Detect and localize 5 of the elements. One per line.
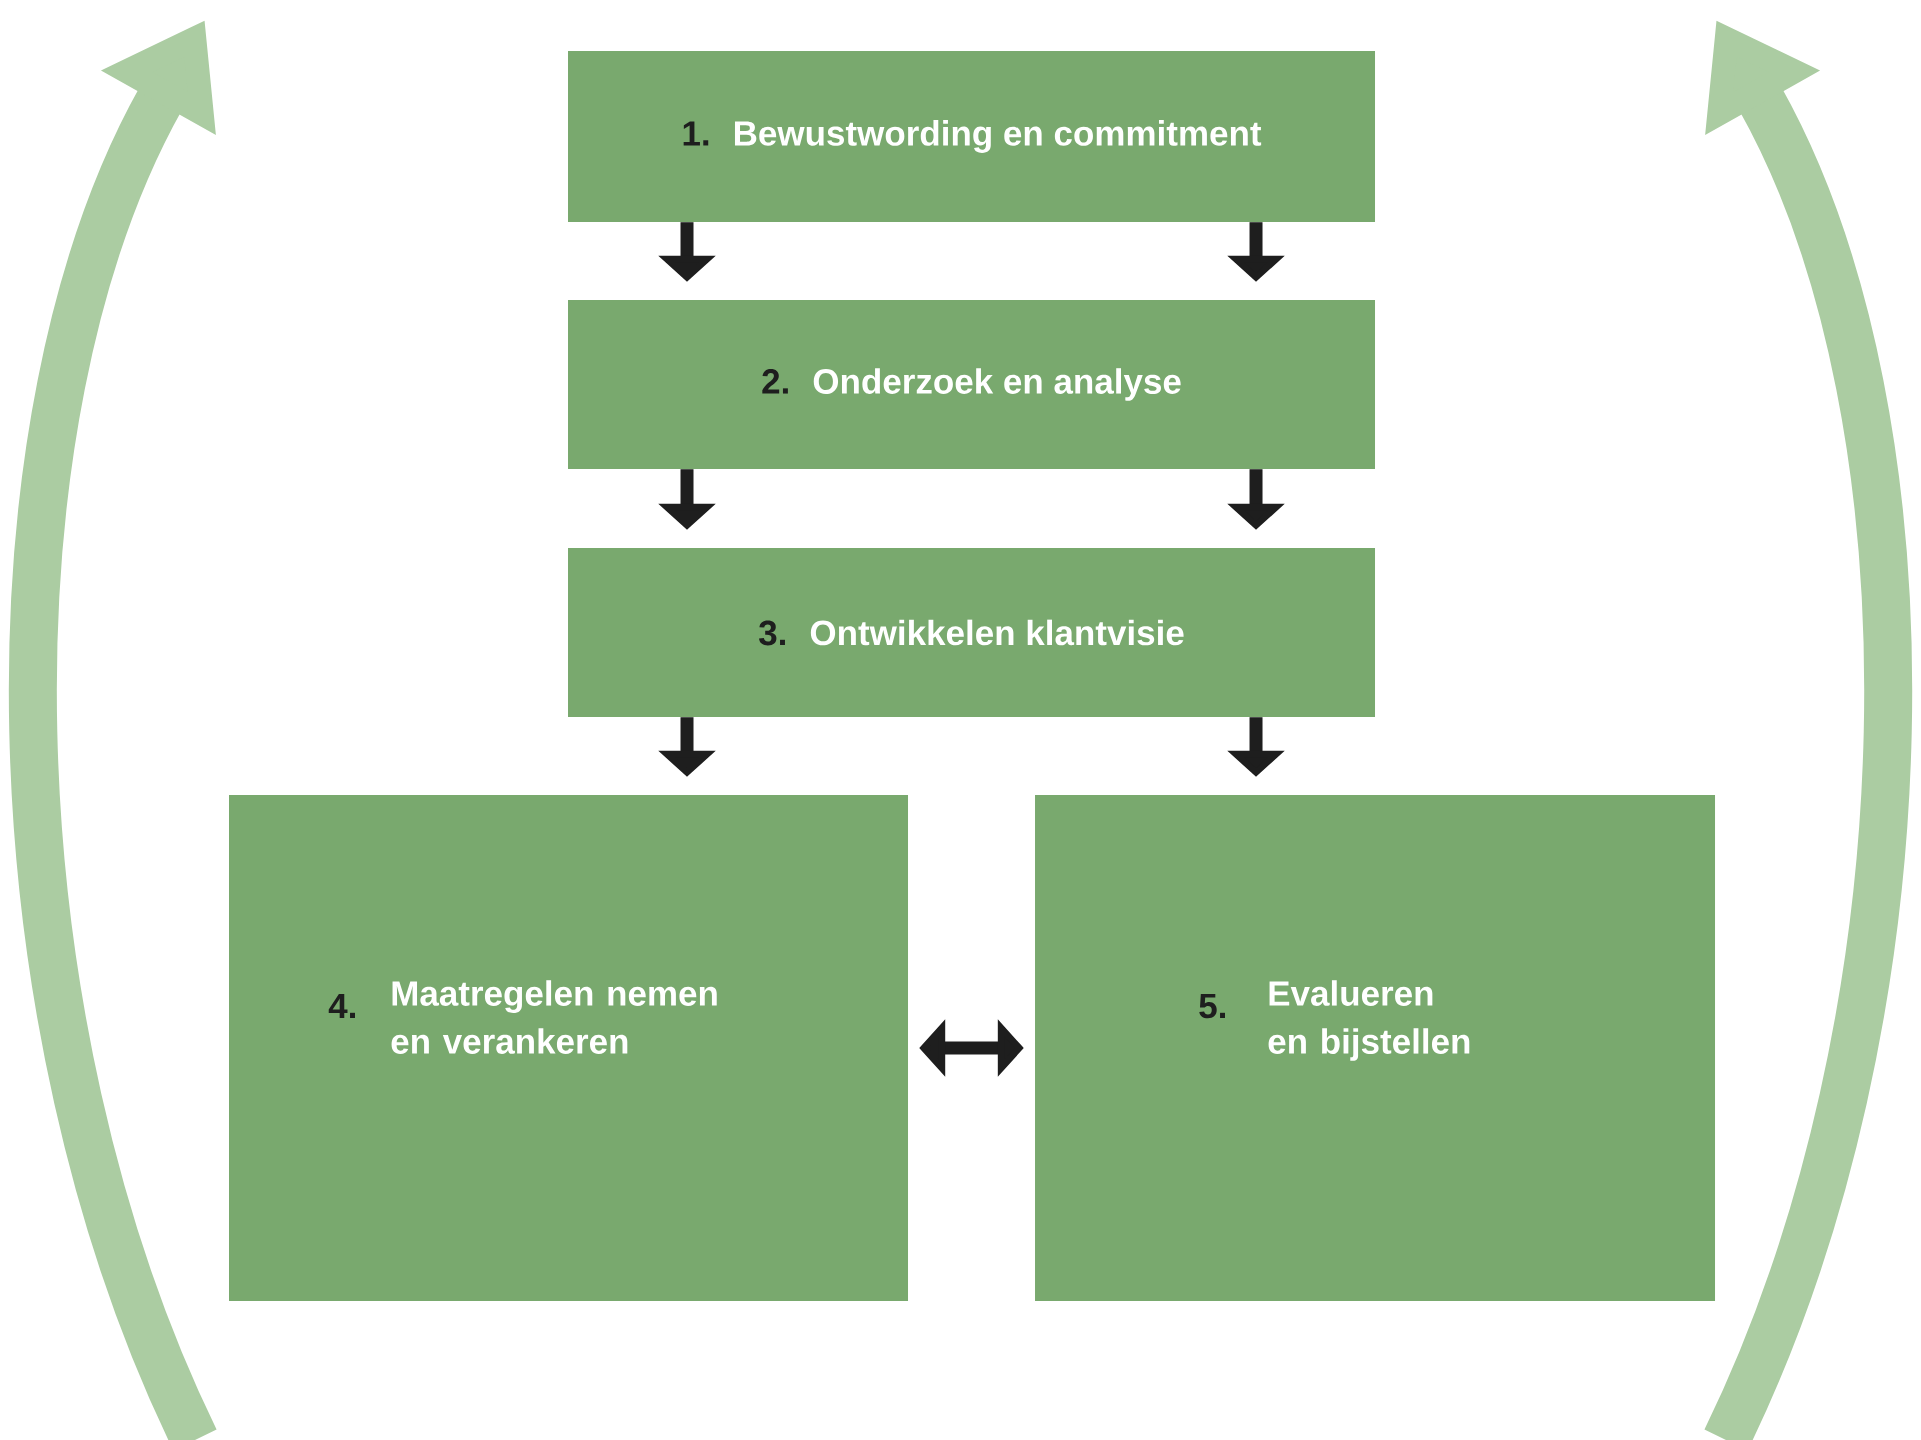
process-box: 3. Ontwikkelen klantvisie bbox=[568, 548, 1375, 717]
process-box: 5. Evalueren en bijstellen bbox=[1035, 795, 1715, 1301]
process-box: 2. Onderzoek en analyse bbox=[568, 300, 1375, 469]
process-box: 1. Bewustwording en commitment bbox=[568, 51, 1375, 222]
process-box: 4. Maatregelen nemen en verankeren bbox=[229, 795, 908, 1301]
